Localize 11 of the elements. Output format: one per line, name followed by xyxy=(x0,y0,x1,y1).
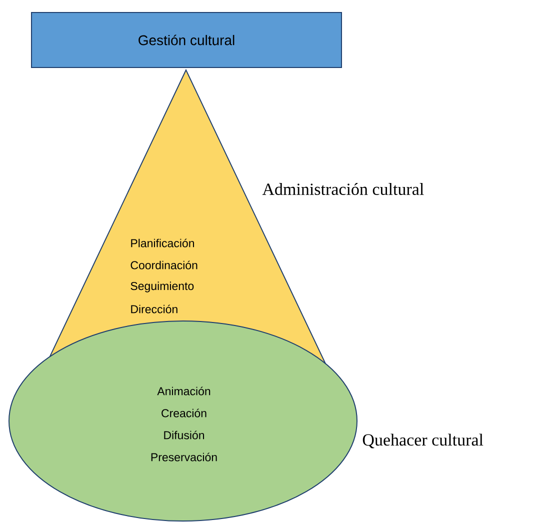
list-item: Seguimiento xyxy=(130,282,194,292)
list-item: Preservación xyxy=(151,452,217,462)
list-item: Planificación xyxy=(131,238,194,248)
list-item: Dirección xyxy=(131,304,178,314)
side-label: Administración cultural xyxy=(262,183,424,195)
side-label: Quehacer cultural xyxy=(362,434,484,448)
title-box: Gestión cultural xyxy=(31,12,342,68)
list-item: Animación xyxy=(157,386,210,396)
list-item: Coordinación xyxy=(130,260,198,270)
list-item: Difusión xyxy=(164,430,204,440)
list-item: Creación xyxy=(162,408,206,418)
